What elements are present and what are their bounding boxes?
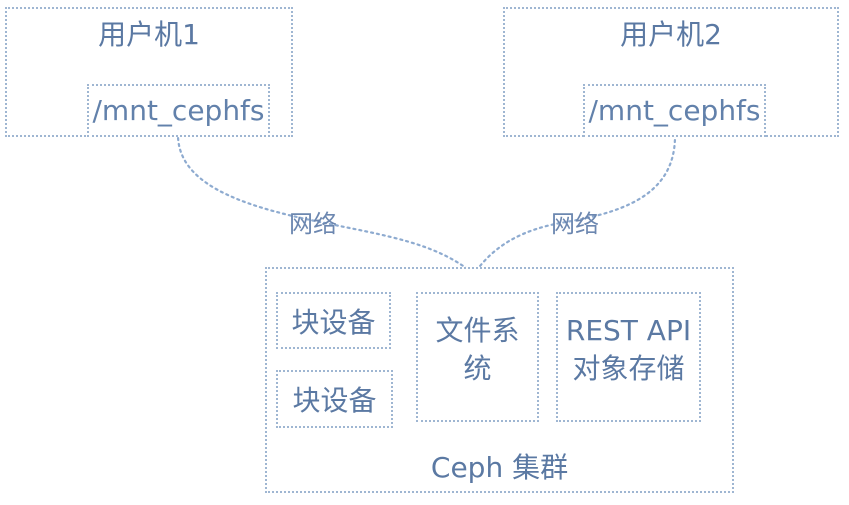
user-machine-1-mount-path: /mnt_cephfs <box>92 94 265 127</box>
user-machine-2-mount-path: /mnt_cephfs <box>588 94 761 127</box>
network-link-left <box>176 130 476 276</box>
block-device-box-top: 块设备 <box>276 292 391 349</box>
user-machine-1-title: 用户机1 <box>98 18 200 51</box>
network-link-right <box>472 132 677 276</box>
block-device-box-bottom: 块设备 <box>276 370 393 428</box>
block-device-label-bottom: 块设备 <box>292 384 377 417</box>
filesystem-box: 文件系 统 <box>416 292 539 422</box>
ceph-cluster-label: Ceph 集群 <box>430 451 569 484</box>
user-machine-1: 用户机1 /mnt_cephfs <box>5 7 293 137</box>
object-storage-box: REST API 对象存储 <box>556 292 701 422</box>
object-storage-label: REST API 对象存储 <box>565 314 692 385</box>
user-machine-2-title: 用户机2 <box>620 18 722 51</box>
user-machine-1-mount-box: /mnt_cephfs <box>87 84 270 137</box>
user-machine-2-mount-box: /mnt_cephfs <box>583 84 766 137</box>
block-device-label-top: 块设备 <box>291 306 376 339</box>
user-machine-2: 用户机2 /mnt_cephfs <box>503 7 839 137</box>
network-label-right: 网络 <box>551 210 599 238</box>
ceph-cluster-box: 块设备 块设备 文件系 统 REST API 对象存储 Ceph 集群 <box>265 267 734 493</box>
filesystem-label: 文件系 统 <box>435 314 520 385</box>
network-label-left: 网络 <box>289 210 337 238</box>
